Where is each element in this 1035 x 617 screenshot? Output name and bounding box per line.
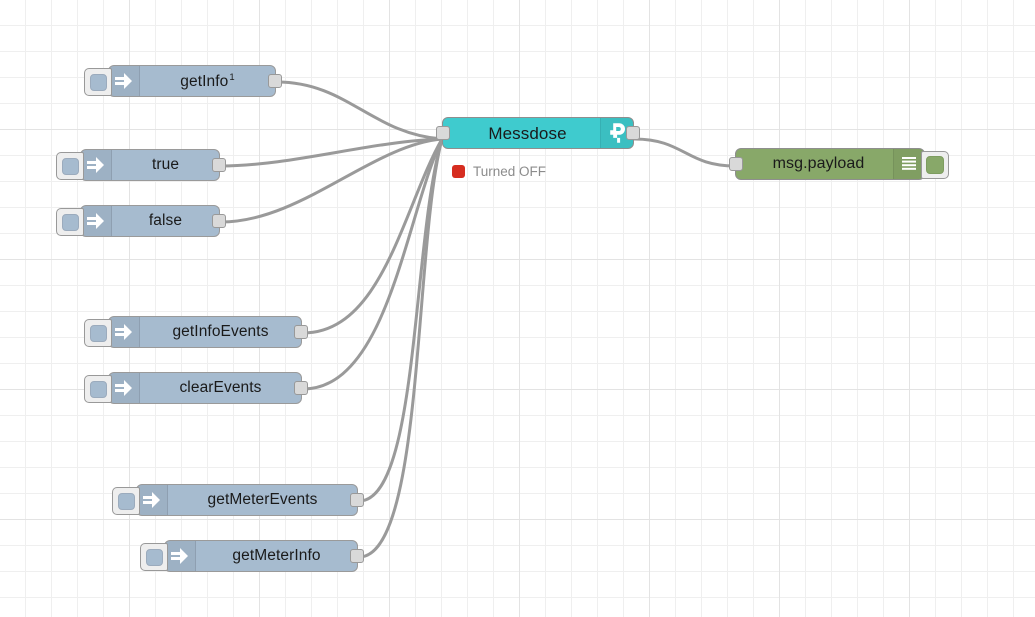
- inject-arrow-icon: [81, 206, 112, 236]
- output-port[interactable]: [294, 381, 308, 395]
- inject-node-getmeterevents[interactable]: getMeterEvents: [112, 484, 364, 516]
- inject-node-label: getInfo1: [180, 71, 235, 90]
- inject-button-inner-icon: [89, 324, 107, 342]
- inject-node-label: true: [151, 156, 180, 174]
- inject-button-inner-icon: [117, 492, 135, 510]
- inject-arrow-icon: [109, 373, 140, 403]
- output-port[interactable]: [268, 74, 282, 88]
- inject-button-getinfoevents[interactable]: [84, 319, 112, 347]
- inject-node-getinfoevents[interactable]: getInfoEvents: [84, 316, 308, 348]
- inject-button-inner-icon: [89, 73, 107, 91]
- inject-button-inner-icon: [61, 213, 79, 231]
- inject-button-inner-icon: [61, 157, 79, 175]
- tplink-logo-icon: [600, 118, 633, 148]
- inject-arrow-icon: [109, 66, 140, 96]
- output-port[interactable]: [350, 549, 364, 563]
- wire-getmeterevents-messdose: [357, 137, 444, 503]
- inject-node-getmeterinfo[interactable]: getMeterInfo: [140, 540, 364, 572]
- output-port[interactable]: [212, 214, 226, 228]
- inject-button-getmeterevents[interactable]: [112, 487, 140, 515]
- wire-false-messdose: [219, 137, 444, 224]
- inject-node-false[interactable]: false: [56, 205, 226, 237]
- debug-node-msg-payload[interactable]: msg.payload: [729, 148, 949, 180]
- wire-messdose-debug: [632, 137, 737, 168]
- inject-button-getinfo[interactable]: [84, 68, 112, 96]
- inject-node-getinfo[interactable]: getInfo1: [84, 65, 282, 97]
- inject-node-label: false: [148, 212, 183, 230]
- output-port[interactable]: [212, 158, 226, 172]
- input-port[interactable]: [729, 157, 743, 171]
- inject-arrow-icon: [109, 317, 140, 347]
- red-square-icon: [452, 165, 465, 178]
- inject-node-label: getMeterEvents: [207, 491, 318, 509]
- debug-toggle-inner-icon: [926, 156, 944, 174]
- node-label-superscript: 1: [229, 71, 235, 83]
- wire-getinfoevents-messdose: [301, 137, 444, 335]
- status-text: Turned OFF: [473, 164, 547, 179]
- debug-lines-icon: [893, 149, 924, 179]
- output-port[interactable]: [626, 126, 640, 140]
- status-badge-messdose: Turned OFF: [452, 164, 546, 179]
- inject-arrow-icon: [81, 150, 112, 180]
- inject-node-label: getInfoEvents: [172, 323, 269, 341]
- node-title-debug: msg.payload: [772, 155, 865, 172]
- inject-arrow-icon: [137, 485, 168, 515]
- node-title-messdose: Messdose: [488, 123, 567, 143]
- inject-button-inner-icon: [145, 548, 163, 566]
- inject-button-inner-icon: [89, 380, 107, 398]
- wire-true-messdose: [219, 137, 444, 168]
- inject-button-false[interactable]: [56, 208, 84, 236]
- inject-node-true[interactable]: true: [56, 149, 226, 181]
- wire-clearevents-messdose: [301, 137, 444, 391]
- inject-button-true[interactable]: [56, 152, 84, 180]
- tplink-smarthome-node-messdose[interactable]: Messdose: [436, 117, 640, 149]
- input-port[interactable]: [436, 126, 450, 140]
- inject-button-clearevents[interactable]: [84, 375, 112, 403]
- debug-toggle-button[interactable]: [921, 151, 949, 179]
- inject-arrow-icon: [165, 541, 196, 571]
- output-port[interactable]: [350, 493, 364, 507]
- inject-node-label: clearEvents: [179, 379, 262, 397]
- wire-getinfo-messdose: [275, 80, 444, 141]
- inject-button-getmeterinfo[interactable]: [140, 543, 168, 571]
- inject-node-clearevents[interactable]: clearEvents: [84, 372, 308, 404]
- inject-node-label: getMeterInfo: [232, 547, 321, 565]
- wire-getmeterinfo-messdose: [357, 137, 444, 559]
- output-port[interactable]: [294, 325, 308, 339]
